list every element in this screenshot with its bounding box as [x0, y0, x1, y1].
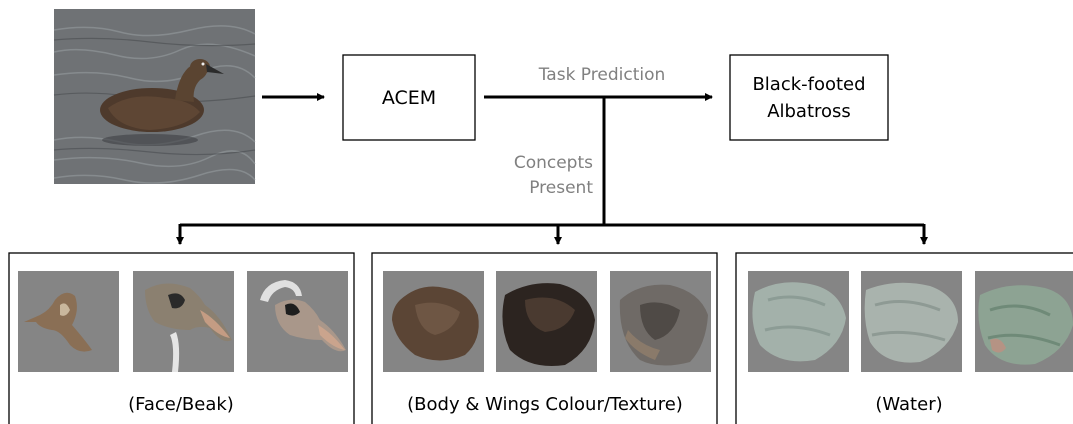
concept-group-body-wings: (Body & Wings Colour/Texture)	[371, 252, 718, 424]
prediction-line-2: Albatross	[767, 101, 851, 122]
prediction-line-1: Black-footed	[752, 74, 865, 95]
water-patch-2	[861, 271, 962, 372]
model-label: ACEM	[382, 87, 436, 109]
concept-group-face-beak: (Face/Beak)	[8, 252, 355, 424]
concept-group-water: (Water)	[735, 252, 1073, 424]
water-patch-3	[975, 271, 1073, 372]
concept-label-body-wings: (Body & Wings Colour/Texture)	[407, 394, 683, 415]
body-patch-1	[383, 271, 484, 372]
body-patch-3	[610, 271, 711, 372]
task-prediction-label: Task Prediction	[538, 65, 666, 85]
input-bird-image	[53, 9, 256, 184]
concepts-label-line-1: Concepts	[514, 153, 593, 173]
face-patch-1	[18, 271, 119, 372]
prediction-box: Black-footed Albatross	[729, 54, 889, 141]
face-patch-3	[247, 271, 348, 372]
concept-label-face-beak: (Face/Beak)	[128, 394, 234, 415]
body-patch-2	[496, 271, 597, 372]
concepts-label-line-2: Present	[529, 178, 593, 198]
water-patch-1	[748, 271, 849, 372]
concept-label-water: (Water)	[875, 394, 942, 415]
model-box: ACEM	[342, 54, 476, 141]
face-patch-2	[133, 271, 234, 372]
